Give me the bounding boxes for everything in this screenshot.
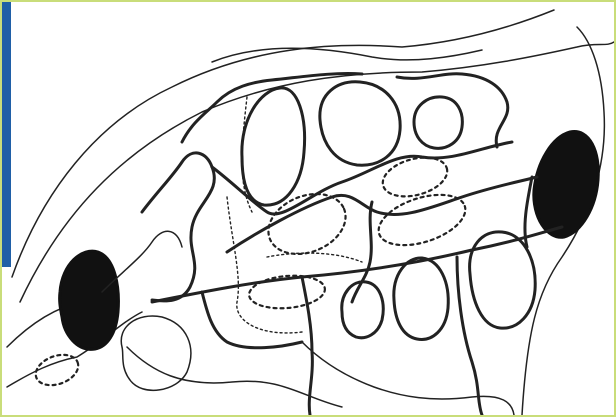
outer-contour-bottom	[127, 342, 514, 415]
oval-bottom-2	[394, 258, 448, 339]
dotted-oval-center-3	[372, 185, 471, 255]
septum-line-2	[182, 74, 362, 142]
dotted-boundary-mid	[267, 253, 362, 262]
oval-top-3	[414, 97, 462, 148]
septum-line-7	[352, 202, 372, 302]
outer-contour-top	[12, 10, 554, 277]
outer-contour-top-band	[212, 48, 482, 62]
dark-mass-left	[60, 251, 119, 349]
oval-top-1	[242, 88, 305, 205]
oval-bottom-1	[342, 282, 383, 338]
septum-line-1	[142, 153, 214, 301]
oval-top-2	[320, 82, 400, 165]
septum-line-10	[202, 292, 302, 348]
septum-line-6	[397, 74, 508, 147]
dark-mass-right	[534, 132, 598, 238]
